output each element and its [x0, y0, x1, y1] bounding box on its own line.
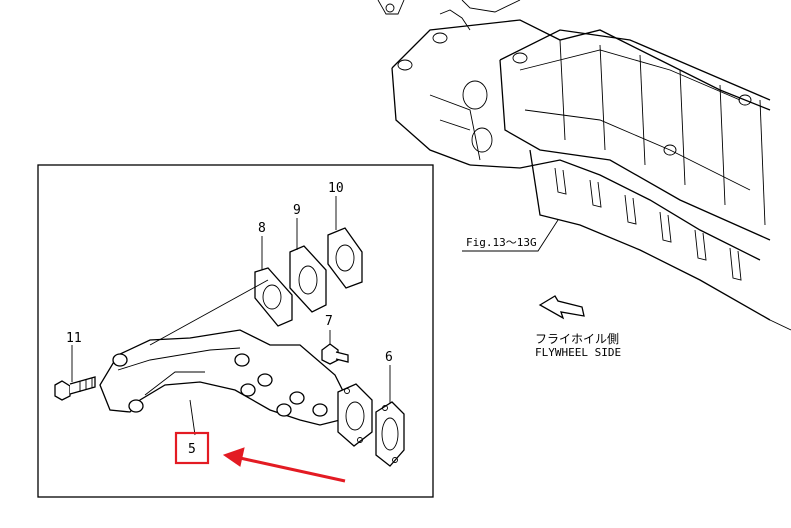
- callout-11: 11: [66, 331, 82, 346]
- callout-7: 7: [325, 314, 333, 329]
- stud-bolt-7: [321, 343, 349, 365]
- exhaust-manifold-detail: [54, 196, 405, 467]
- leader-5: [189, 399, 196, 436]
- flywheel-side-en: FLYWHEEL SIDE: [535, 346, 621, 359]
- engine-assembly-illustration: [377, 0, 791, 331]
- bolt-11: [54, 376, 96, 401]
- flywheel-side-jp: フライホイル側: [535, 332, 619, 346]
- flywheel-side-indicator: フライホイル側 FLYWHEEL SIDE: [535, 295, 621, 359]
- figure-reference-text: Fig.13～13G: [466, 236, 537, 249]
- direction-arrow-icon: [538, 295, 585, 320]
- detail-inset-frame: [37, 164, 434, 498]
- gasket-6: [375, 401, 405, 467]
- highlight-box: [174, 431, 210, 465]
- flange-9: [289, 245, 327, 313]
- red-pointer-arrow-icon: [222, 447, 346, 483]
- gasket-8: [254, 267, 293, 327]
- manifold-body: [99, 329, 346, 426]
- callout-9: 9: [293, 203, 301, 218]
- callout-5: 5: [188, 442, 196, 457]
- callout-6: 6: [385, 350, 393, 365]
- callout-8: 8: [258, 221, 266, 236]
- callout-10: 10: [328, 181, 344, 196]
- gasket-10: [327, 227, 363, 289]
- figure-reference: Fig.13～13G: [462, 219, 559, 252]
